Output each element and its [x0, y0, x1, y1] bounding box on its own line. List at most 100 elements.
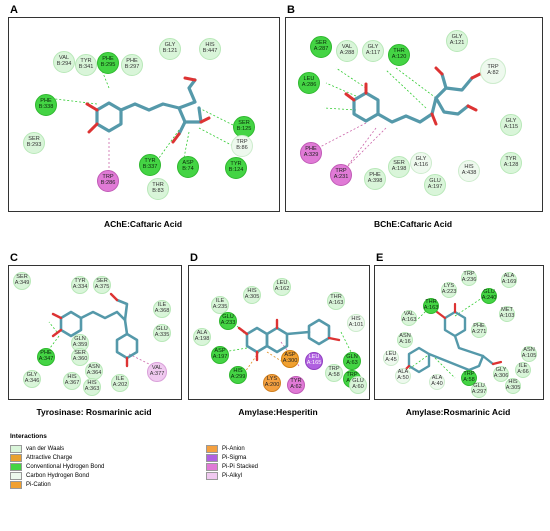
panel-a-caption: AChE:Caftaric Acid [103, 219, 183, 229]
legend-swatch [206, 472, 218, 480]
ligand-structure-e [401, 295, 503, 379]
panel-letter-d: D [190, 252, 198, 264]
legend-swatch [206, 463, 218, 471]
legend-item-carbon-hb: Carbon Hydrogen Bond [10, 472, 89, 480]
legend-swatch [10, 472, 22, 480]
ligand-structure-d [222, 318, 352, 373]
panel-letter-e: E [376, 252, 384, 264]
legend-title: Interactions [10, 433, 47, 440]
panel-letter-c: C [10, 252, 18, 264]
legend-item-pi-pi-stacked: Pi-Pi Stacked [206, 463, 258, 471]
legend-swatch [10, 481, 22, 489]
ligand-structure-b [317, 66, 482, 169]
legend-item-conventional-hb: Conventional Hydrogen Bond [10, 463, 104, 471]
panel-letter-a: A [10, 4, 18, 16]
legend-item-pi-anion: Pi-Anion [206, 445, 245, 453]
panel-e-caption: Amylase:Rosmarinic Acid [405, 407, 511, 417]
legend-item-pi-sigma: Pi-Sigma [206, 454, 246, 462]
ligand-structure-c [46, 292, 150, 368]
legend-item-pi-alkyl: Pi-Alkyl [206, 472, 242, 480]
panel-letter-b: B [287, 4, 295, 16]
legend-swatch [10, 445, 22, 453]
legend-swatch [10, 454, 22, 462]
legend-item-pi-cation: Pi-Cation [10, 481, 51, 489]
interactions-legend: Interactions van der Waals Attractive Ch… [10, 433, 540, 528]
legend-swatch [206, 445, 218, 453]
legend-item-van-der-waals: van der Waals [10, 445, 64, 453]
legend-swatch [10, 463, 22, 471]
legend-item-attractive-charge: Attractive Charge [10, 454, 72, 462]
panel-c-caption: Tyrosinase: Rosmarinic acid [36, 407, 152, 417]
